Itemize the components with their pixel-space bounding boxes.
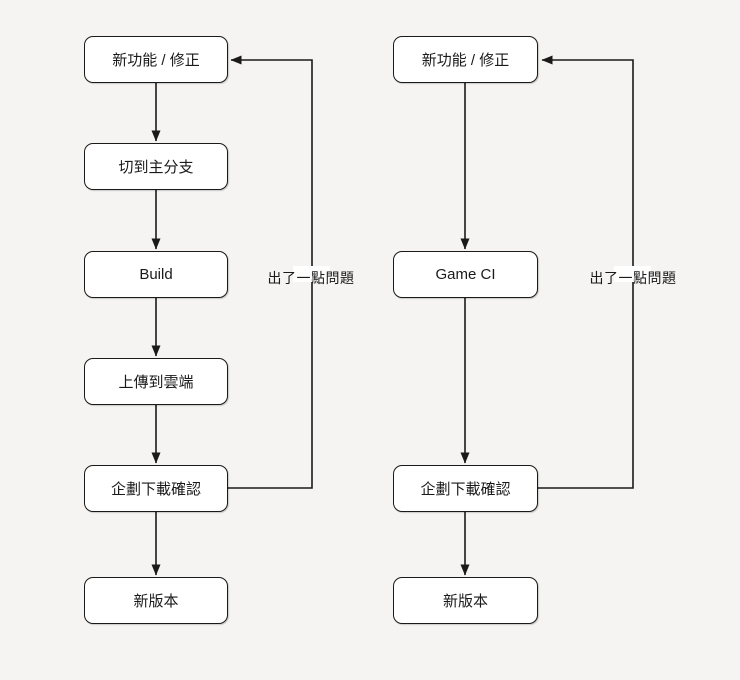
- node-label: Game CI: [435, 266, 496, 283]
- label-backdrop-left: [293, 266, 330, 282]
- node-left-upload-to-cloud: 上傳到雲端: [84, 358, 228, 405]
- node-label: 新版本: [133, 593, 179, 610]
- node-label: 新功能 / 修正: [112, 52, 200, 69]
- node-label: 企劃下載確認: [110, 481, 201, 498]
- node-label: 企劃下載確認: [420, 481, 511, 498]
- node-label: 上傳到雲端: [118, 374, 194, 391]
- node-label: 切到主分支: [118, 159, 194, 176]
- node-right-new-version: 新版本: [393, 577, 538, 624]
- node-label: 新版本: [442, 593, 488, 610]
- node-right-plan-download-confirm: 企劃下載確認: [393, 465, 538, 512]
- node-label: 新功能 / 修正: [421, 52, 510, 69]
- edge-label-problem-left: 出了一點問題: [267, 270, 355, 286]
- edge-label-problem-right: 出了一點問題: [589, 270, 677, 286]
- node-left-build: Build: [84, 251, 228, 298]
- label-backdrop-right: [614, 266, 651, 282]
- node-left-new-version: 新版本: [84, 577, 228, 624]
- node-right-new-feature-fix: 新功能 / 修正: [393, 36, 538, 83]
- node-left-switch-main-branch: 切到主分支: [84, 143, 228, 190]
- node-left-new-feature-fix: 新功能 / 修正: [84, 36, 228, 83]
- node-right-game-ci: Game CI: [393, 251, 538, 298]
- node-label: Build: [139, 266, 173, 283]
- node-left-plan-download-confirm: 企劃下載確認: [84, 465, 228, 512]
